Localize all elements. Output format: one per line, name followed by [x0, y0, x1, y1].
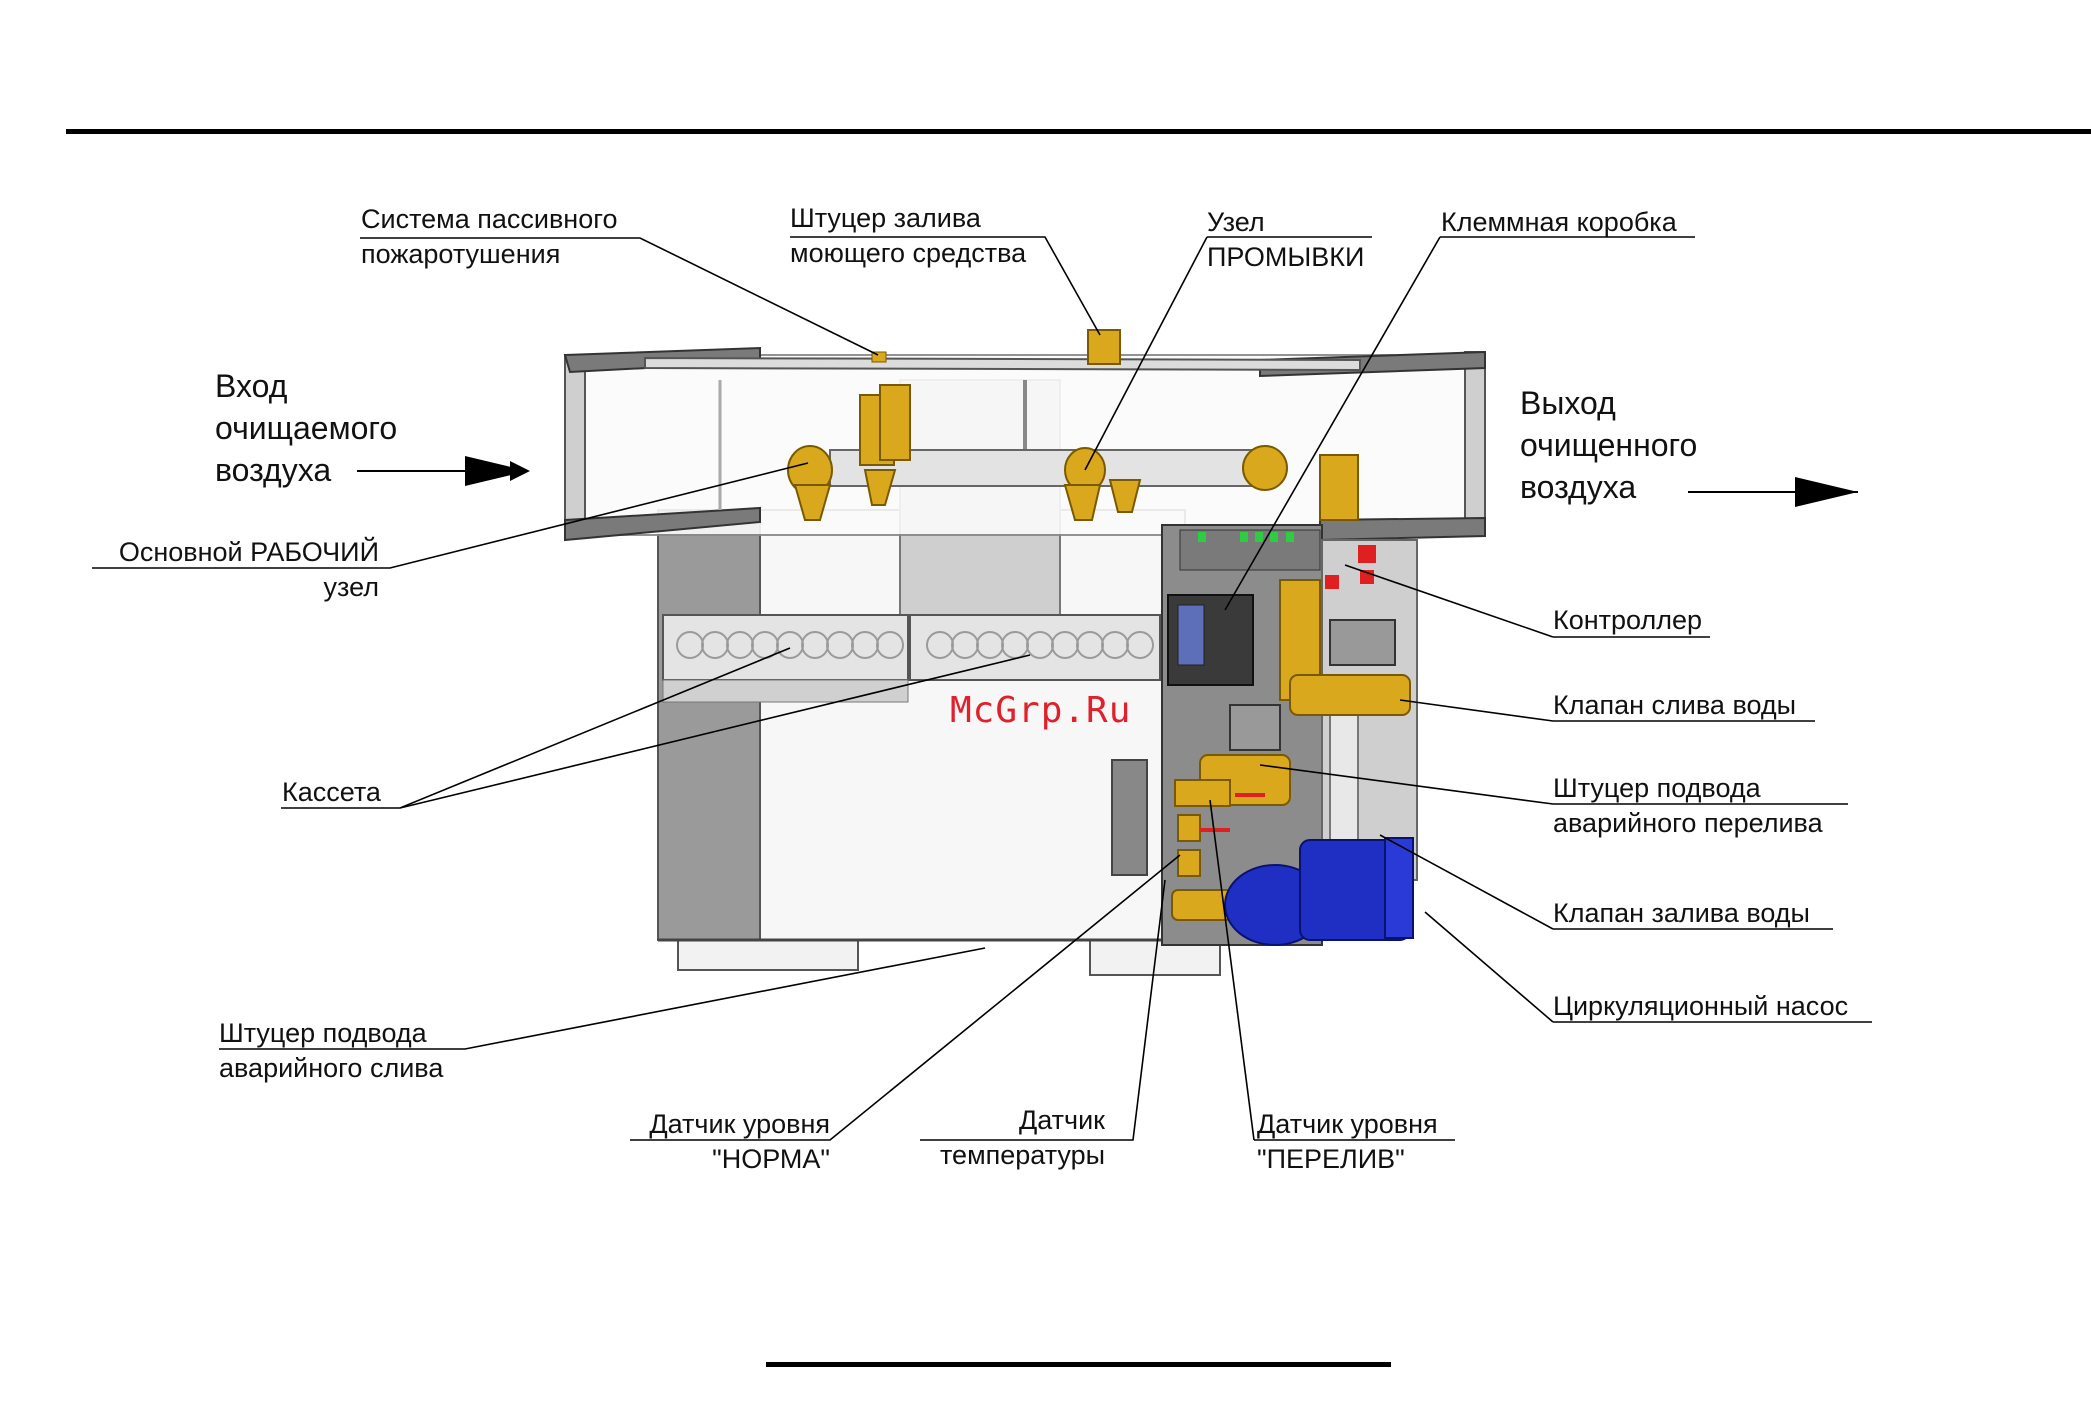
label-flush-unit: Узел ПРОМЫВКИ — [1207, 205, 1364, 275]
label-passive-fire-line1: Система пассивного — [361, 204, 618, 234]
circulation-pump — [1224, 837, 1414, 946]
label-outlet-air-line3: воздуха — [1520, 469, 1637, 505]
label-sensor-temp-line2: температуры — [939, 1140, 1105, 1170]
label-sensor-temp: Датчик температуры — [900, 1103, 1105, 1173]
label-emergency-drain-line2: аварийного слива — [219, 1053, 444, 1083]
label-inlet-air-line3: воздуха — [215, 452, 332, 488]
top-rule — [66, 129, 2091, 134]
label-terminal-box-text: Клеммная коробка — [1441, 207, 1677, 237]
label-flush-unit-line2: ПРОМЫВКИ — [1207, 242, 1365, 272]
label-detergent-fitting: Штуцер залива моющего средства — [790, 201, 1026, 271]
label-detergent-fitting-line2: моющего средства — [790, 238, 1027, 268]
outlet-arrowhead — [1795, 477, 1858, 507]
watermark: McGrp.Ru — [950, 690, 1132, 731]
label-passive-fire: Система пассивного пожаротушения — [361, 202, 618, 272]
leader-lines — [92, 236, 1872, 1141]
label-emergency-drain-line1: Штуцер подвода — [219, 1018, 427, 1048]
inlet-arrowhead — [465, 456, 528, 486]
label-inlet-air-line2: очищаемого — [215, 410, 398, 446]
label-sensor-norm-line1: Датчик уровня — [649, 1109, 830, 1139]
label-controller: Контроллер — [1553, 603, 1702, 638]
label-cassette-text: Кассета — [282, 777, 381, 807]
label-flush-unit-line1: Узел — [1207, 207, 1265, 237]
pipework — [787, 329, 1359, 521]
label-outlet-air-line1: Выход — [1520, 385, 1616, 421]
label-drain-valve-text: Клапан слива воды — [1553, 690, 1797, 720]
brass-valves — [1171, 545, 1411, 921]
label-detergent-fitting-line1: Штуцер залива — [790, 203, 981, 233]
label-overflow-fitting-line1: Штуцер подвода — [1553, 773, 1761, 803]
label-emergency-drain: Штуцер подвода аварийного слива — [219, 1016, 443, 1086]
bottom-rule — [766, 1362, 1391, 1367]
label-outlet-air: Выход очищенного воздуха — [1520, 382, 1697, 508]
label-fill-valve: Клапан залива воды — [1553, 896, 1810, 931]
label-inlet-air-line1: Вход — [215, 368, 288, 404]
label-controller-text: Контроллер — [1553, 605, 1703, 635]
label-outlet-air-line2: очищенного — [1520, 427, 1698, 463]
label-sensor-temp-line1: Датчик — [1018, 1105, 1105, 1135]
label-main-unit: Основной РАБОЧИЙ узел — [92, 535, 379, 605]
label-sensor-norm-line2: "НОРМА" — [712, 1144, 830, 1174]
label-circ-pump-text: Циркуляционный насос — [1553, 991, 1849, 1021]
cassette-block — [662, 614, 1161, 703]
label-main-unit-line2: узел — [323, 572, 379, 602]
label-circ-pump: Циркуляционный насос — [1553, 989, 1848, 1024]
label-sensor-norm: Датчик уровня "НОРМА" — [600, 1107, 830, 1177]
label-overflow-fitting: Штуцер подвода аварийного перелива — [1553, 771, 1823, 841]
label-drain-valve: Клапан слива воды — [1553, 688, 1796, 723]
label-terminal-box: Клеммная коробка — [1441, 205, 1677, 240]
label-sensor-overflow-line2: "ПЕРЕЛИВ" — [1257, 1144, 1405, 1174]
label-overflow-fitting-line2: аварийного перелива — [1553, 808, 1823, 838]
label-cassette: Кассета — [282, 775, 381, 810]
label-sensor-overflow: Датчик уровня "ПЕРЕЛИВ" — [1257, 1107, 1438, 1177]
label-sensor-overflow-line1: Датчик уровня — [1257, 1109, 1438, 1139]
label-inlet-air: Вход очищаемого воздуха — [215, 365, 397, 491]
label-main-unit-line1: Основной РАБОЧИЙ — [118, 537, 379, 567]
label-passive-fire-line2: пожаротушения — [361, 239, 561, 269]
label-fill-valve-text: Клапан залива воды — [1553, 898, 1810, 928]
